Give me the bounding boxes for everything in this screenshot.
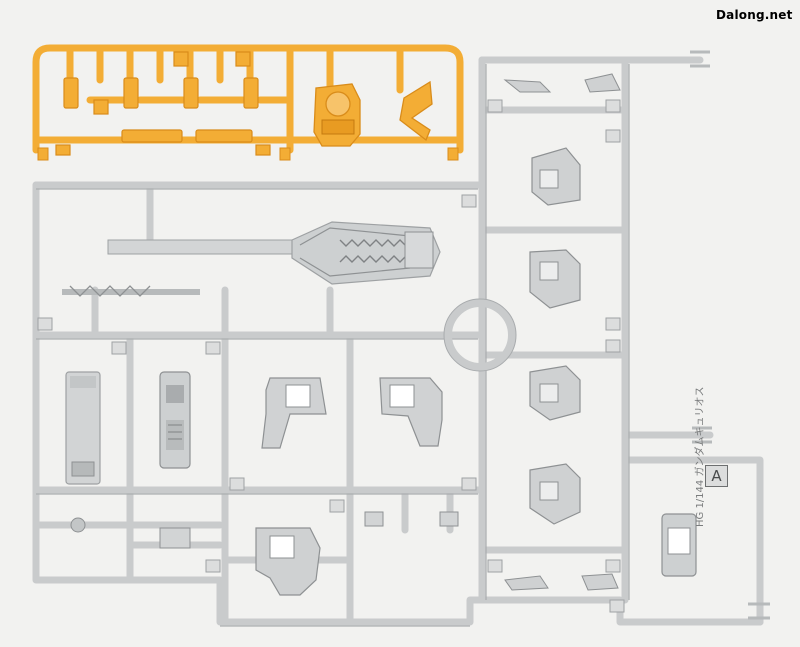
orange-chevron-part	[399, 80, 433, 142]
runner-side-text: HG 1/144 ガンダムキュリオス	[695, 386, 706, 527]
watermark-text: Dalong.net	[716, 8, 793, 22]
sprue-ring	[444, 299, 516, 371]
blade-part	[107, 221, 441, 285]
right-armor-3	[529, 365, 581, 421]
thin-rod-part	[62, 285, 200, 297]
orange-gate-tabs	[37, 147, 459, 161]
left-cylinder-part	[159, 371, 191, 469]
middle-right-armor	[379, 377, 443, 447]
right-armor-4	[529, 463, 581, 525]
lower-middle-armor	[255, 527, 321, 596]
right-armor-2	[529, 249, 581, 309]
orange-head-part	[313, 83, 361, 147]
right-armor-1	[531, 147, 581, 206]
runner-letter-label: A	[705, 465, 728, 487]
orange-small-parts	[55, 51, 271, 156]
left-block-part	[65, 371, 101, 485]
middle-left-armor	[261, 377, 327, 449]
bottom-right-part	[661, 513, 697, 577]
small-joint-part	[70, 511, 459, 549]
